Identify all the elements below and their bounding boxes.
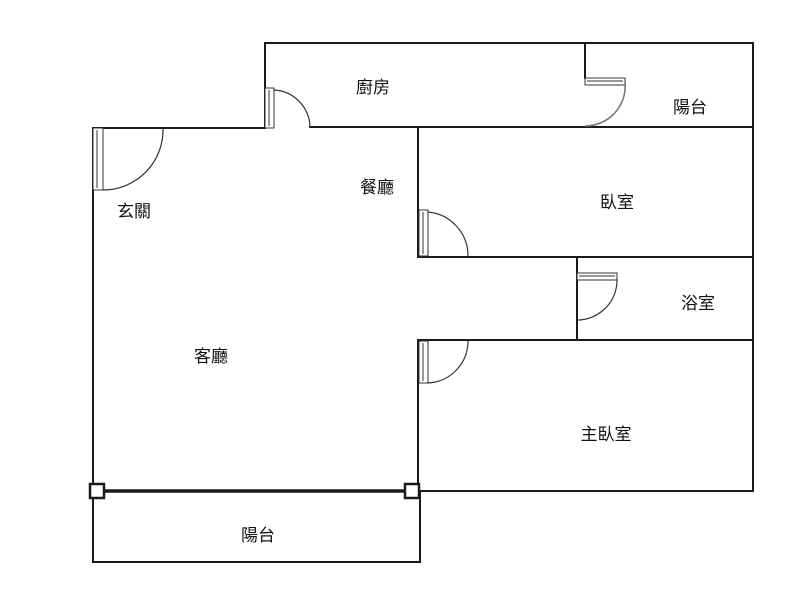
balcony-bottom-outline <box>92 490 421 563</box>
bathroom-door[interactable] <box>576 272 618 321</box>
label-kitchen: 廚房 <box>356 77 390 98</box>
label-bathroom: 浴室 <box>681 294 715 314</box>
entrance-door[interactable] <box>92 127 164 191</box>
outer-wall-upper <box>264 42 754 492</box>
outer-wall-left <box>92 127 266 492</box>
room-labels: 廚房 陽台 餐廳 臥室 玄關 浴室 客廳 主臥室 陽台 <box>117 77 715 546</box>
column-right <box>403 482 421 500</box>
master-bedroom-door[interactable] <box>418 340 469 384</box>
label-master-bedroom: 主臥室 <box>581 425 632 445</box>
walls <box>92 42 754 563</box>
label-dining: 餐廳 <box>360 178 394 198</box>
label-balcony-bottom: 陽台 <box>241 526 275 546</box>
label-entrance: 玄關 <box>117 202 151 222</box>
bedroom-door[interactable] <box>418 209 469 257</box>
label-bedroom: 臥室 <box>600 193 634 213</box>
kitchen-door[interactable] <box>264 87 311 129</box>
label-balcony-top: 陽台 <box>673 98 707 118</box>
label-living: 客廳 <box>194 347 228 367</box>
balcony-top-door[interactable] <box>584 77 626 127</box>
column-left <box>88 482 106 500</box>
doors <box>92 77 626 384</box>
